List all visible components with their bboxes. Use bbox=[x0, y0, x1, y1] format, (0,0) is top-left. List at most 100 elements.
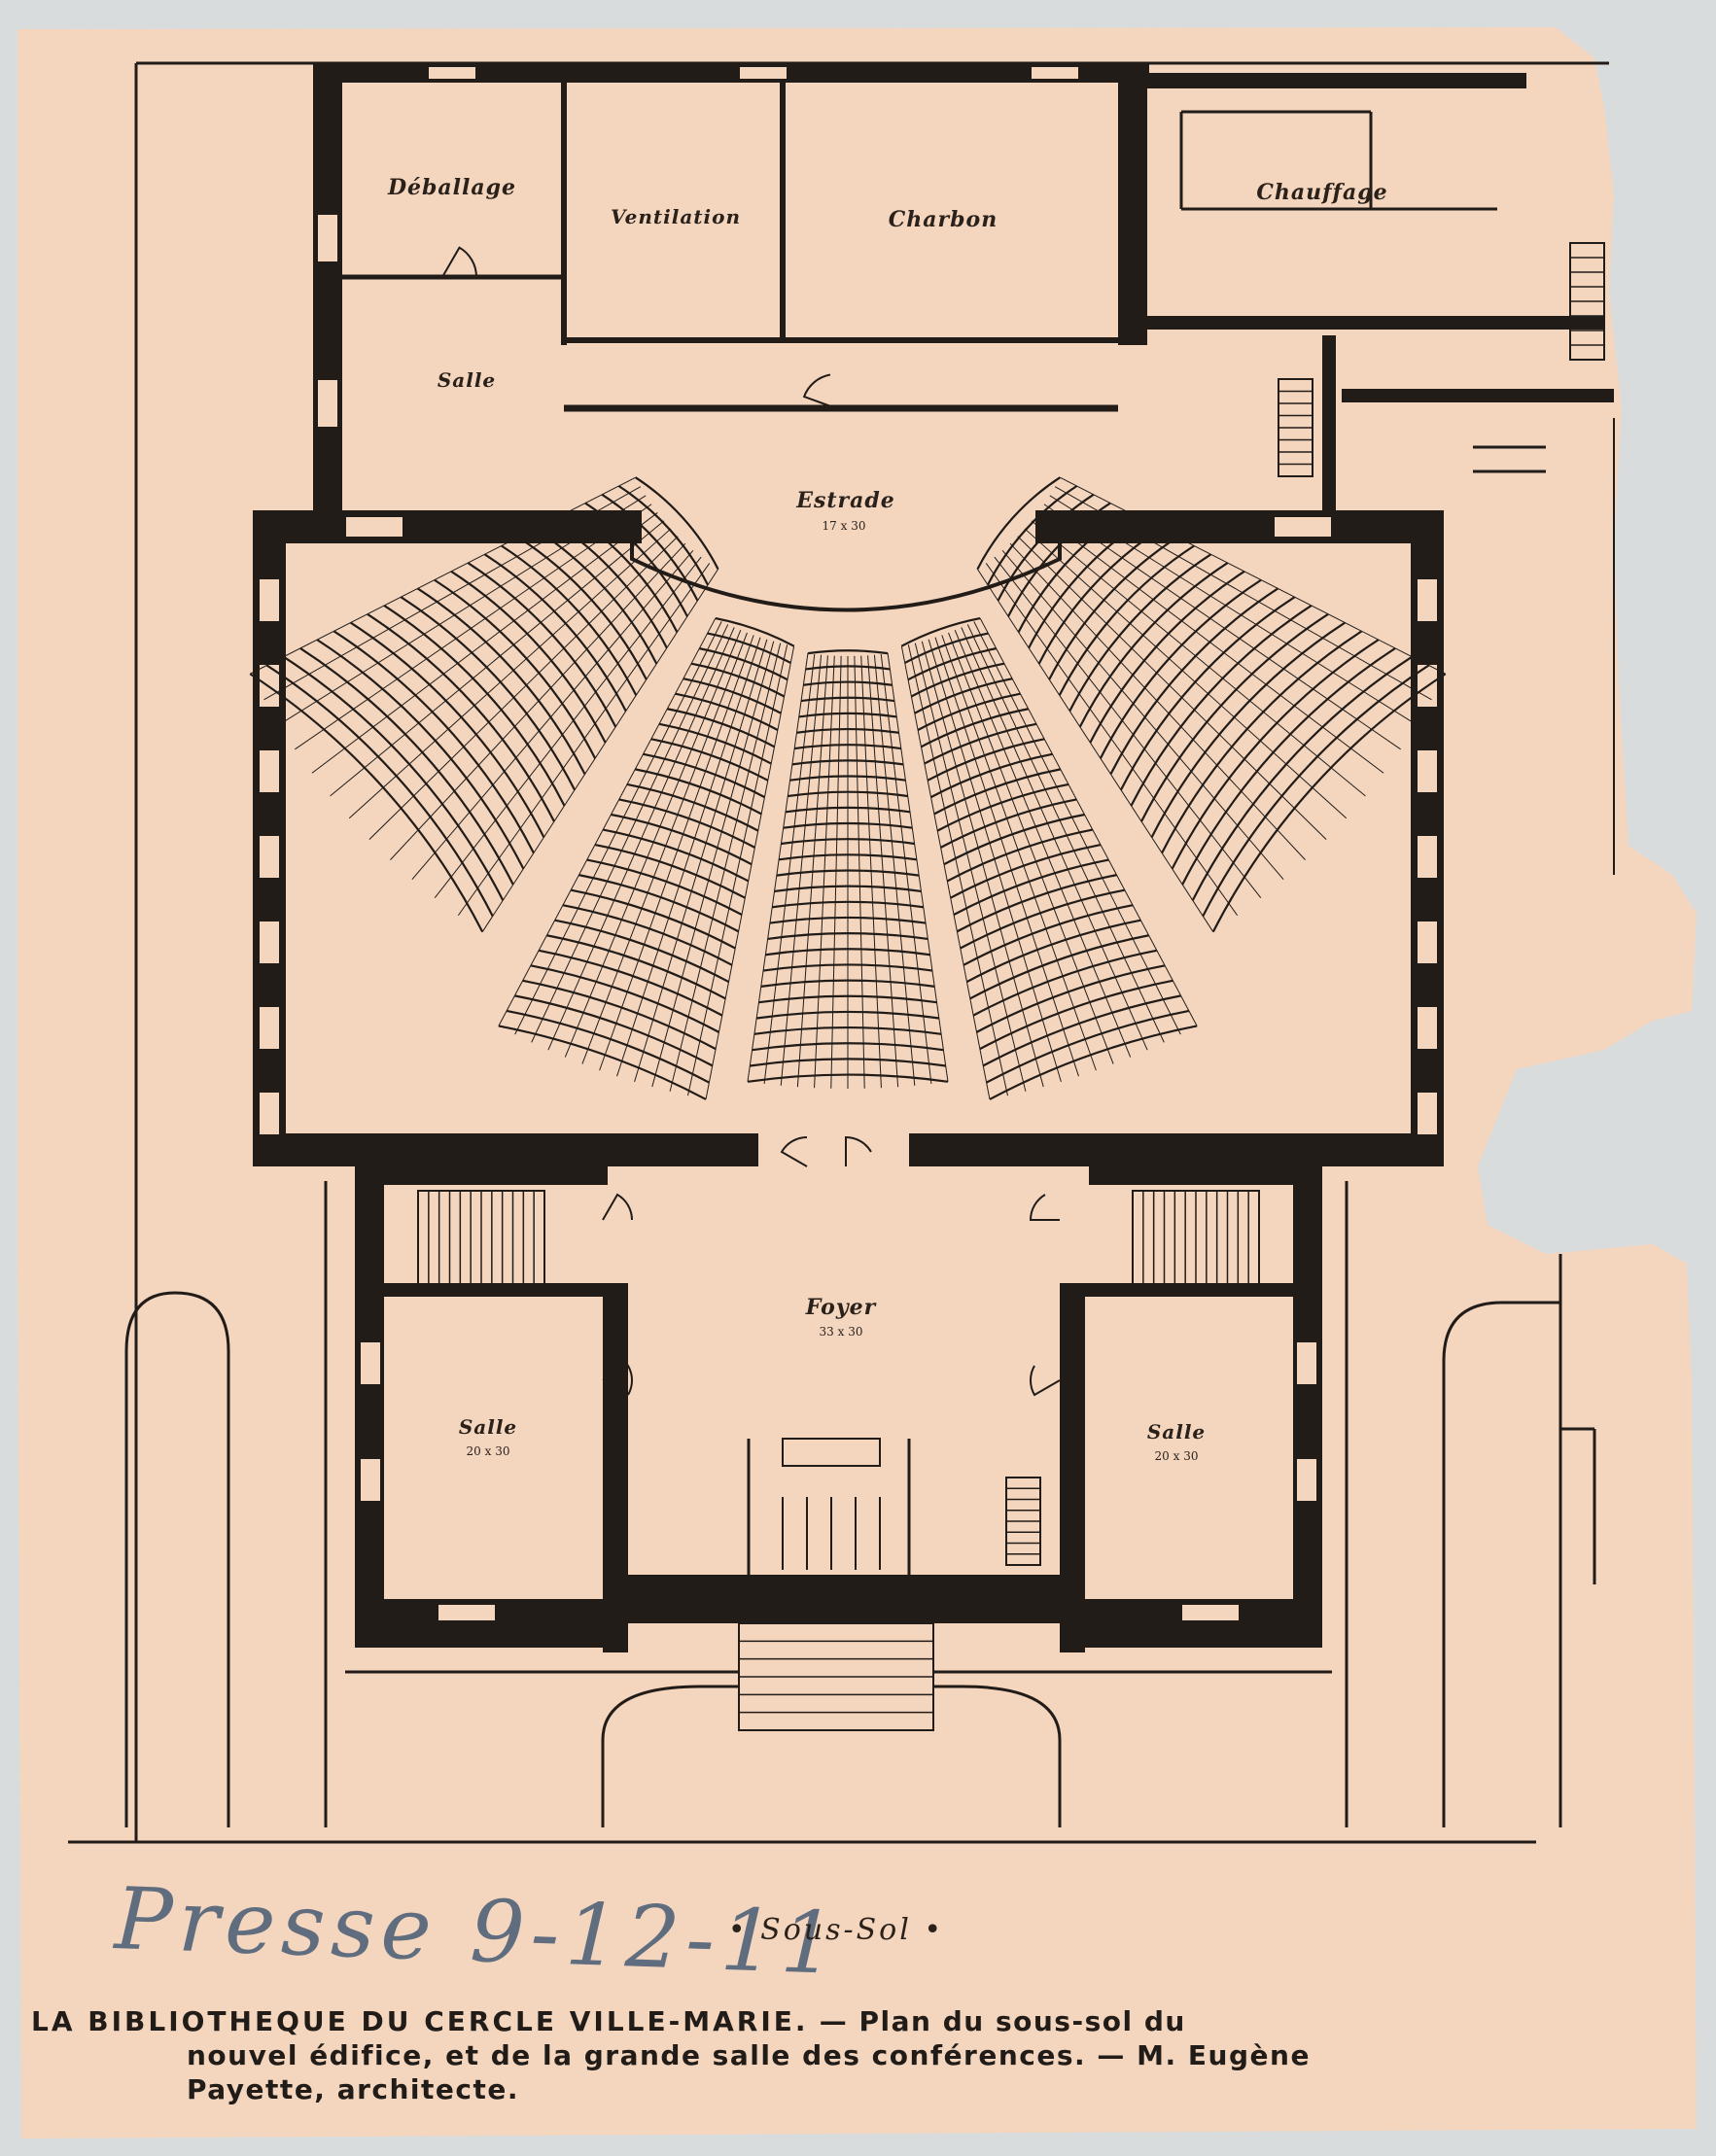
salle-left-bottom-window bbox=[437, 1603, 497, 1622]
seat-row-center-divider bbox=[873, 654, 916, 1086]
seat-row-right-wing-divider bbox=[249, 476, 636, 675]
room-dim-foyer: 33 x 30 bbox=[820, 1325, 863, 1339]
seat-row-left-center-divider bbox=[966, 624, 1165, 1043]
caption: LA BIBLIOTHEQUE DU CERCLE VILLE-MARIE. —… bbox=[31, 2004, 1655, 2106]
foyer-counter bbox=[782, 1438, 881, 1467]
seat-row-left-center-divider bbox=[941, 635, 1097, 1071]
seat-row-center-divider bbox=[860, 655, 882, 1089]
room-label-deballage: Déballage bbox=[387, 175, 516, 200]
seat-row-left-center-divider bbox=[961, 627, 1148, 1051]
upper-wing-right-wall bbox=[1118, 63, 1147, 345]
seat-row-left-center-divider bbox=[948, 632, 1114, 1064]
seat-row-right-center-divider bbox=[547, 627, 735, 1051]
seat-row-left-wing-divider bbox=[994, 556, 1262, 899]
auditorium-window-left bbox=[258, 748, 281, 794]
seat-row-left-wing-divider bbox=[985, 563, 1239, 917]
seat-row-left-center-divider bbox=[914, 643, 1027, 1092]
seat-row-center-divider bbox=[796, 655, 828, 1088]
seat-row-right-center-divider bbox=[634, 639, 768, 1083]
lower-top-wall-right bbox=[1089, 1152, 1322, 1185]
seat-row-right-center-divider bbox=[599, 635, 754, 1071]
seat-row-right-center-divider bbox=[669, 643, 782, 1092]
seat-row-left-center-divider bbox=[973, 621, 1181, 1035]
seat-row-right-center-divider bbox=[687, 644, 788, 1096]
caption-line-2: nouvel édifice, et de la grande salle de… bbox=[187, 2039, 1311, 2071]
seat-row-left-wing-divider bbox=[1060, 476, 1447, 675]
seat-row-right-wing-divider bbox=[278, 495, 647, 726]
seat-row-center-divider bbox=[887, 653, 949, 1082]
auditorium-window-right bbox=[1416, 748, 1439, 794]
seat-row-right-center bbox=[715, 616, 795, 647]
door-foyer-left bbox=[780, 1136, 808, 1167]
auditorium-window-right bbox=[1416, 577, 1439, 623]
seat-row-center bbox=[807, 649, 889, 655]
door-foyer-stairs-left bbox=[602, 1193, 633, 1221]
room-label-charbon: Charbon bbox=[889, 207, 998, 232]
auditorium-window-left bbox=[258, 1091, 281, 1136]
seat-row-left-center-divider bbox=[900, 645, 991, 1100]
caption-line-1: LA BIBLIOTHEQUE DU CERCLE VILLE-MARIE. —… bbox=[31, 2004, 1655, 2038]
foyer-bottom-wall bbox=[627, 1575, 1065, 1623]
seat-row-left-wing-divider bbox=[1054, 486, 1432, 701]
room-label-salle-right: Salle bbox=[1147, 1420, 1206, 1443]
salle-left-window bbox=[359, 1457, 382, 1503]
auditorium-window-top bbox=[344, 515, 404, 539]
auditorium-window-right bbox=[1416, 920, 1439, 965]
seat-row-right-wing-divider bbox=[311, 512, 658, 774]
door-foyer-right bbox=[845, 1135, 872, 1166]
seat-row-left-center bbox=[900, 616, 981, 647]
lower-right-outer-wall bbox=[1293, 1152, 1322, 1648]
seat-row-right-wing-divider bbox=[457, 563, 711, 917]
seat-row-right-center-divider bbox=[498, 617, 717, 1026]
room-label-chauffage: Chauffage bbox=[1256, 180, 1387, 205]
seat-row-left-wing-divider bbox=[1024, 528, 1348, 819]
stair-wall bbox=[1322, 335, 1336, 510]
side-wall bbox=[1342, 389, 1614, 402]
seat-row-right-center-divider bbox=[616, 637, 761, 1077]
seat-row-left-wing-divider bbox=[1043, 504, 1401, 750]
upper-window bbox=[427, 65, 477, 81]
caption-line-1-rest: — Plan du sous-sol du bbox=[808, 2005, 1186, 2037]
salle-right-top-wall bbox=[1069, 1283, 1322, 1297]
room-dim-estrade: 17 x 30 bbox=[823, 519, 866, 533]
seat-row-right-center-divider bbox=[531, 624, 729, 1043]
seat-row-left-wing-divider bbox=[1049, 495, 1418, 726]
door-corridor bbox=[802, 373, 837, 409]
seat-row-left-wing-divider bbox=[1031, 520, 1366, 797]
seat-row-right-center-divider bbox=[705, 645, 795, 1100]
door-salle-left bbox=[602, 1364, 633, 1396]
room-dim-salle-left: 20 x 30 bbox=[467, 1444, 510, 1458]
room-label-salle-left: Salle bbox=[459, 1415, 517, 1439]
salle-left-window bbox=[359, 1340, 382, 1386]
seat-row-left-center-divider bbox=[934, 637, 1079, 1077]
room-label-foyer: Foyer bbox=[805, 1295, 877, 1320]
seat-row-right-wing bbox=[635, 476, 719, 570]
auditorium-top-wall-left bbox=[253, 510, 642, 543]
seat-row-left-wing-divider bbox=[1017, 536, 1327, 840]
seat-row-center-divider bbox=[854, 655, 865, 1089]
auditorium-window-left bbox=[258, 920, 281, 965]
upper-wing-top-wall bbox=[313, 63, 1149, 83]
seat-row-center-divider bbox=[780, 654, 823, 1086]
seat-row-right-wing-divider bbox=[295, 504, 652, 750]
seat-row-right-center-divider bbox=[651, 641, 775, 1088]
seat-row-left-center-divider bbox=[954, 630, 1132, 1058]
auditorium-window-right bbox=[1416, 834, 1439, 880]
seat-row-left-wing bbox=[976, 476, 1061, 570]
upper-window bbox=[1030, 65, 1080, 81]
upper-side-window bbox=[316, 213, 339, 263]
seat-row-right-wing-divider bbox=[330, 520, 665, 797]
lower-top-wall-left bbox=[355, 1152, 608, 1185]
salle-right-bottom-window bbox=[1180, 1603, 1241, 1622]
seat-row-left-wing-divider bbox=[1037, 512, 1384, 774]
chauffage-top-wall bbox=[1147, 73, 1526, 88]
courtyard-arch-left bbox=[124, 1291, 230, 1827]
seat-row-right-wing-divider bbox=[368, 536, 679, 840]
caption-title: LA BIBLIOTHEQUE DU CERCLE VILLE-MARIE. bbox=[31, 2005, 809, 2037]
salle-right-window bbox=[1295, 1340, 1318, 1386]
seat-row-right-wing-divider bbox=[411, 549, 694, 881]
chauffage-bottom-wall bbox=[1147, 316, 1604, 330]
auditorium-top-wall-right bbox=[1035, 510, 1444, 543]
auditorium-window-top bbox=[1273, 515, 1333, 539]
